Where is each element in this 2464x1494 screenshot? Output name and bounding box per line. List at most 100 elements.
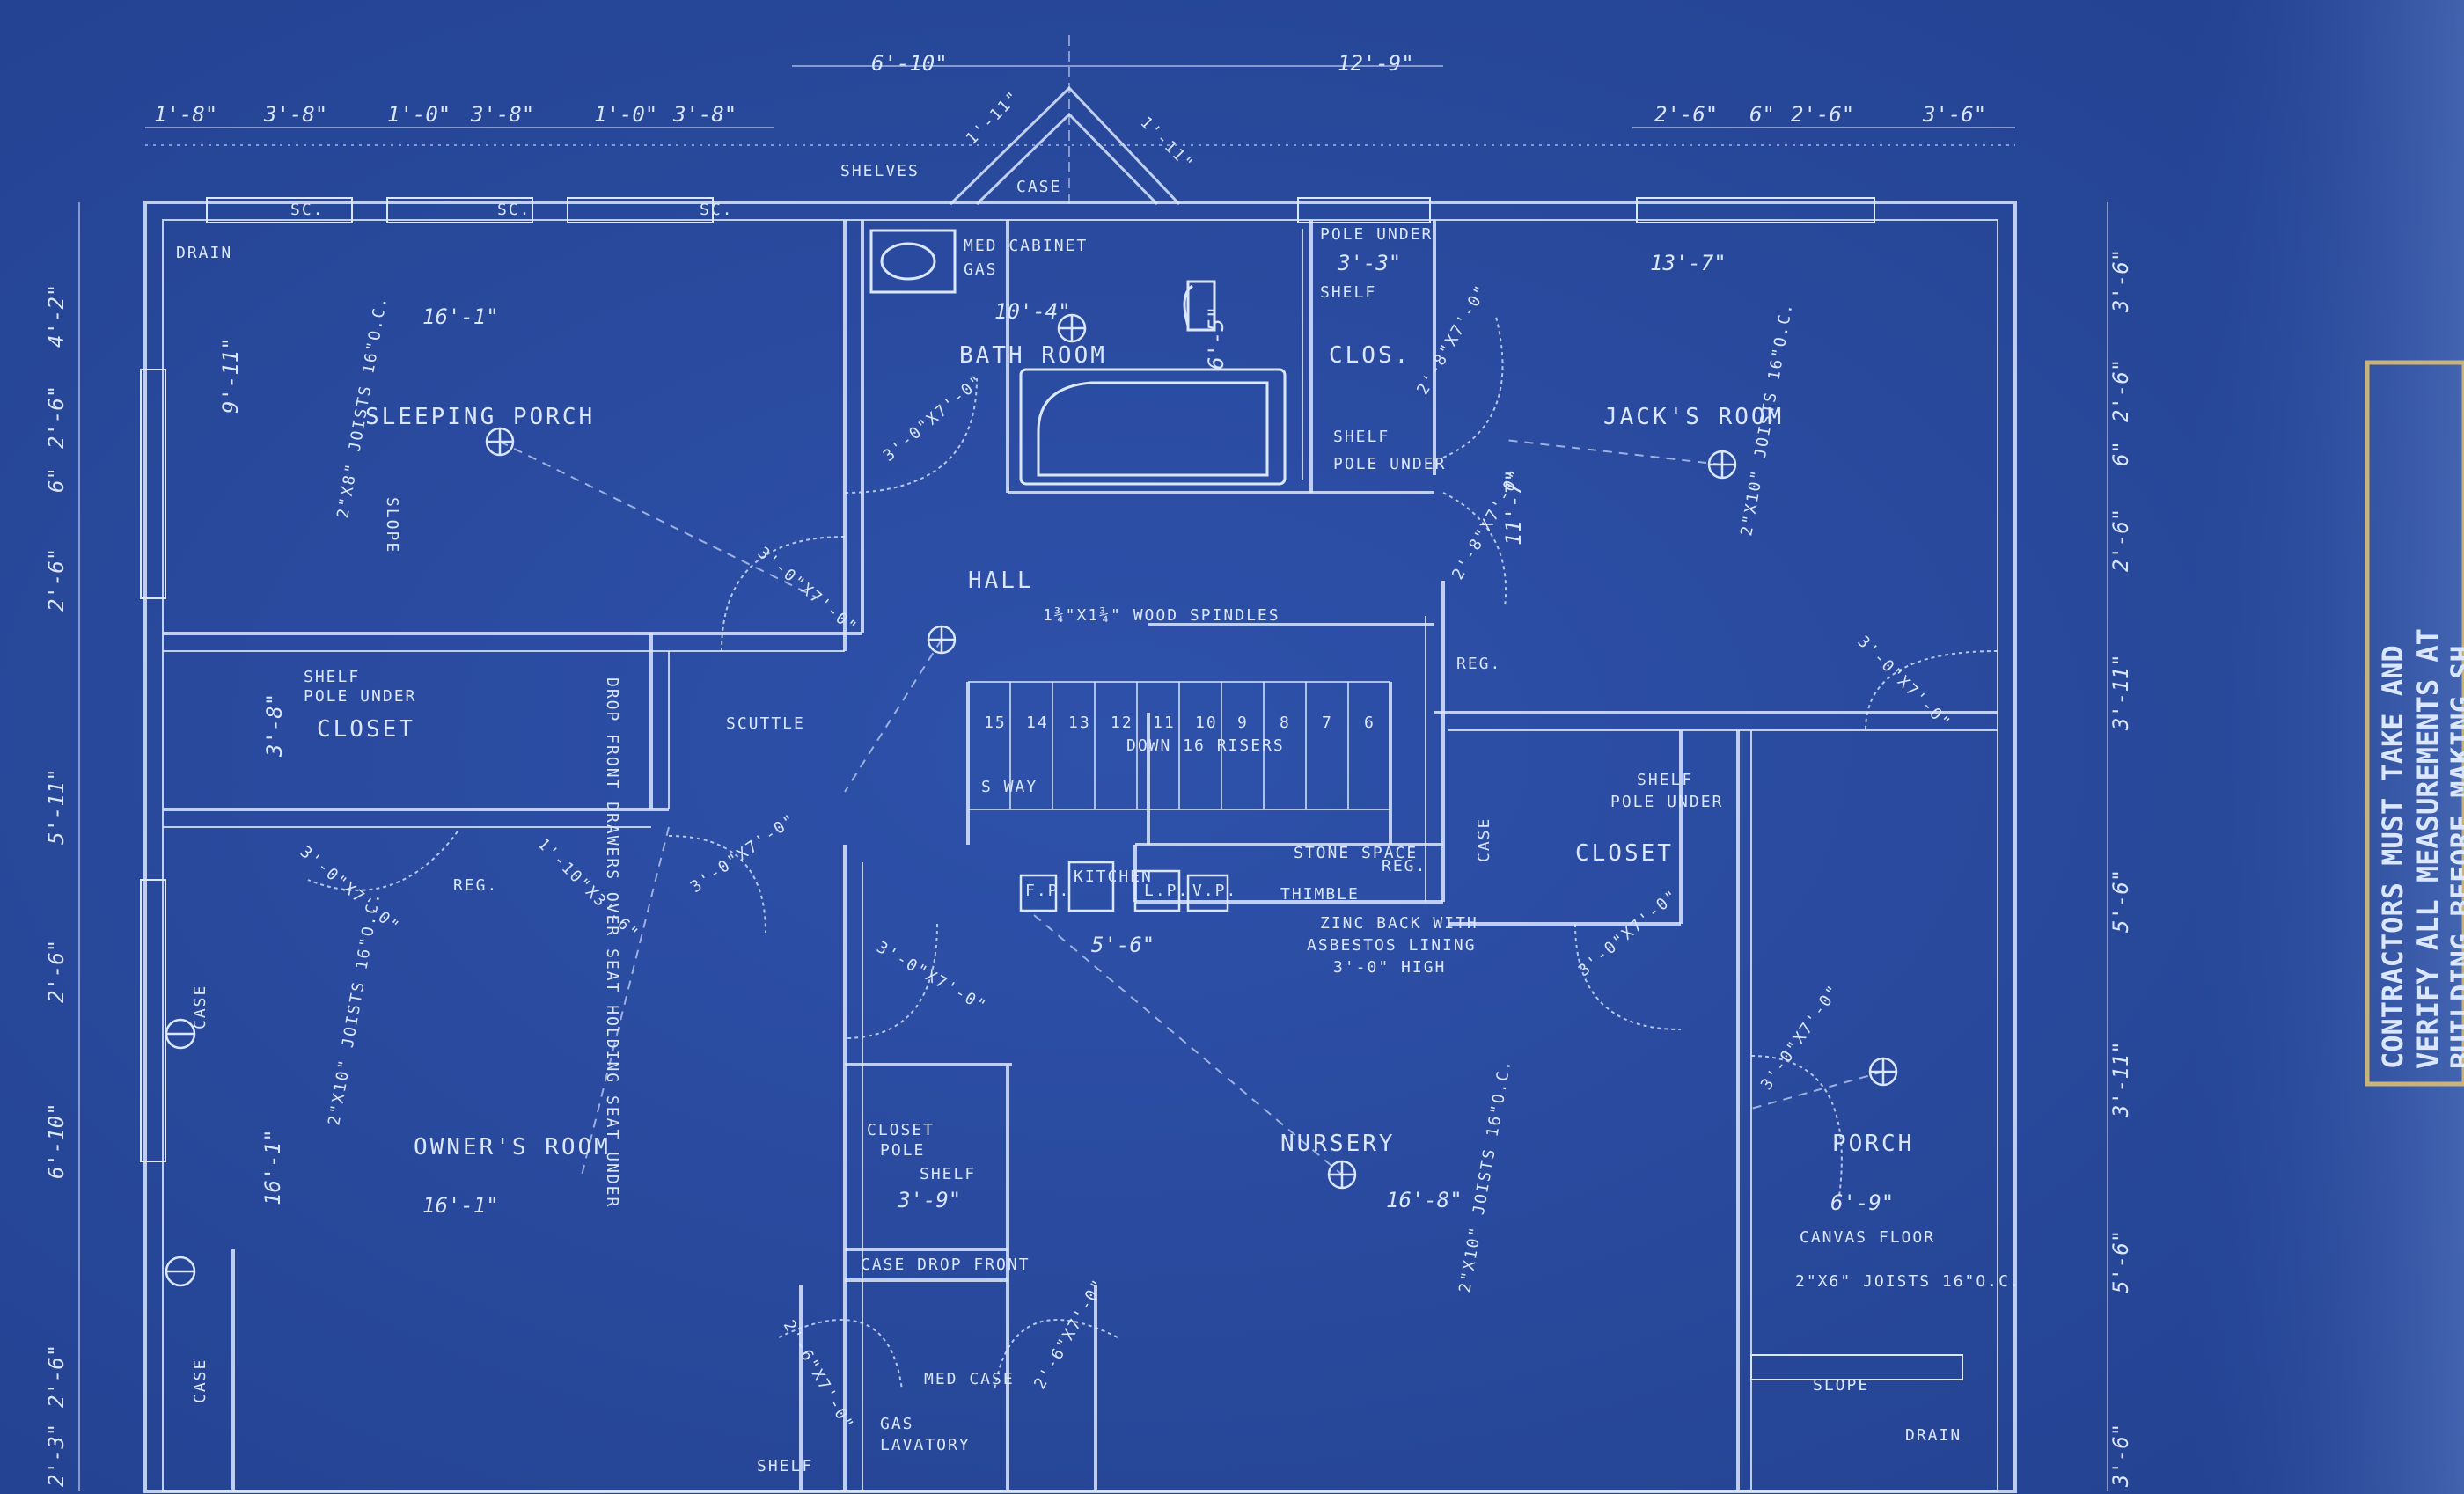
room-hall: HALL	[968, 568, 1034, 594]
note-drain-top: DRAIN	[176, 244, 232, 262]
contractor-stamp: CONTRACTORS MUST TAKE AND VERIFY ALL MEA…	[2365, 360, 2464, 1087]
note-pole-under-top: POLE UNDER	[1320, 225, 1433, 244]
dim-right-1: 3'-6"	[2108, 249, 2133, 313]
note-drop-front: DROP FRONT DRAWERS OVER SEAT HOLDING SEA…	[603, 677, 621, 1208]
note-pole-under-right: POLE UNDER	[1610, 793, 1723, 811]
dim-left-3: 6"	[44, 467, 69, 493]
note-slope-sleeping: SLOPE	[383, 497, 401, 553]
dim-left-8: 2'-6"	[44, 1344, 69, 1408]
note-shelf-bot: SHELF	[920, 1165, 976, 1183]
note-down-risers: DOWN 16 RISERS	[1126, 736, 1285, 755]
dim-right-8: 5'-6"	[2108, 1230, 2133, 1293]
note-shelf-top: SHELF	[1320, 283, 1376, 302]
dim-bath-clos: 3'-3"	[1337, 251, 1401, 275]
note-shelf-clos: SHELF	[1333, 428, 1390, 446]
note-asbestos: ASBESTOS LINING	[1307, 936, 1477, 955]
dim-right-2: 2'-6"	[2108, 359, 2133, 422]
note-shelves: SHELVES	[840, 162, 920, 180]
dim-top-right-1: 2'-6"	[1654, 102, 1718, 127]
note-case-drop-front: CASE DROP FRONT	[861, 1256, 1030, 1274]
dim-top-left-5: 1'-0"	[594, 102, 657, 127]
riser-9: 9	[1237, 714, 1249, 732]
paper-fold-highlight	[2182, 0, 2464, 1494]
riser-8: 8	[1280, 714, 1291, 732]
dim-closet-left: 3'-8"	[262, 693, 287, 758]
dim-sleeping-depth: 9'-11"	[218, 337, 243, 414]
note-shelf-left: SHELF	[304, 668, 360, 686]
stamp-line-1: CONTRACTORS MUST TAKE AND	[2376, 645, 2409, 1069]
note-scuttle: SCUTTLE	[726, 714, 805, 733]
dim-sleeping-width: 16'-1"	[422, 304, 499, 329]
riser-6: 6	[1364, 714, 1375, 732]
dim-right-6: 5'-6"	[2108, 869, 2133, 933]
note-flue-fp: F.P.	[1025, 882, 1070, 900]
dim-owner-width: 16'-1"	[422, 1193, 499, 1218]
stair-treads	[968, 681, 1390, 810]
left-dimensions: 4'-2" 2'-6" 6" 2'-6" 5'-11" 2'-6" 6'-10"…	[44, 284, 69, 1487]
top-dimensions: 6'-10" 12'-9" 1'-8" 3'-8" 1'-0" 3'-8" 1'…	[154, 51, 1986, 127]
dim-nursery-width: 16'-8"	[1386, 1188, 1463, 1212]
dim-left-6: 2'-6"	[44, 940, 69, 1003]
note-case-left-mid: CASE	[191, 985, 209, 1029]
dim-hearth: 5'-6"	[1091, 933, 1155, 957]
riser-numbers: 15 14 13 12 11 10 9 8 7 6	[984, 714, 1375, 732]
riser-7: 7	[1322, 714, 1333, 732]
note-case-right: CASE	[1475, 817, 1493, 862]
dim-jack-width: 13'-7"	[1650, 251, 1727, 275]
dim-left-5: 5'-11"	[44, 768, 69, 845]
right-dimensions: 3'-6" 2'-6" 6" 2'-6" 3'-11" 5'-6" 3'-11"…	[2108, 249, 2133, 1488]
room-labels: SLEEPING PORCH BATH ROOM HALL JACK'S ROO…	[317, 342, 1911, 1161]
riser-14: 14	[1026, 714, 1049, 732]
dim-left-2: 2'-6"	[44, 385, 69, 449]
dim-left-7: 6'-10"	[44, 1102, 69, 1179]
note-flue-lp: L.P.	[1144, 882, 1189, 900]
room-nursery: NURSERY	[1280, 1131, 1396, 1157]
note-med-case: MED CASE	[924, 1370, 1015, 1388]
bathtub	[1019, 368, 1287, 486]
dim-right-3: 6"	[2108, 441, 2133, 466]
dim-owner-depth: 16'-1"	[260, 1129, 285, 1205]
riser-10: 10	[1195, 714, 1218, 732]
room-sleeping-porch: SLEEPING PORCH	[365, 404, 595, 430]
dim-top-left-3: 1'-0"	[387, 102, 451, 127]
note-pole: POLE	[880, 1141, 925, 1160]
note-case-left-bot: CASE	[191, 1359, 209, 1403]
plan-notes: DRAIN DRAIN SHELVES CASE MED CABINET GAS…	[176, 162, 2021, 1476]
stamp-line-3: BUILDING BEFORE MAKING SH...	[2445, 595, 2464, 1069]
note-high: 3'-0" HIGH	[1333, 958, 1446, 977]
dim-left-4: 2'-6"	[44, 548, 69, 612]
room-jacks-room: JACK'S ROOM	[1603, 404, 1784, 430]
bath-fixtures	[869, 229, 1216, 332]
stamp-line-2: VERIFY ALL MEASUREMENTS AT	[2411, 628, 2445, 1069]
dim-bath-tub: 6'-5"	[1204, 306, 1228, 370]
note-joists-porch: 2"X6" JOISTS 16"O.C.	[1795, 1272, 2021, 1291]
dim-top-right-2: 6"	[1749, 102, 1775, 127]
dim-right-9: 3'-6"	[2108, 1424, 2133, 1488]
dim-top-right-3: 2'-6"	[1791, 102, 1854, 127]
dim-top-left-1: 1'-8"	[154, 102, 217, 127]
riser-11: 11	[1153, 714, 1176, 732]
note-canvas-floor: CANVAS FLOOR	[1800, 1228, 1935, 1247]
riser-15: 15	[984, 714, 1007, 732]
note-pole-under-clos: POLE UNDER	[1333, 455, 1446, 473]
walls	[143, 201, 2017, 1493]
dim-closet-bot: 3'-9"	[897, 1188, 961, 1212]
note-slope-porch: SLOPE	[1813, 1376, 1869, 1395]
note-drain-bottom: DRAIN	[1905, 1426, 1962, 1445]
note-gas-top: GAS	[964, 260, 998, 279]
dim-bath-width: 10'-4"	[994, 299, 1071, 324]
note-flue-vp: V.P.	[1192, 882, 1237, 900]
dim-top-left-4: 3'-8"	[470, 102, 534, 127]
note-flue-kitchen: KITCHEN	[1074, 868, 1153, 886]
dim-right-7: 3'-11"	[2108, 1041, 2133, 1118]
note-wood-spindles: 1¾"X1¾" WOOD SPINDLES	[1043, 606, 1280, 625]
riser-12: 12	[1111, 714, 1133, 732]
dim-left-9: 2'-3"	[44, 1424, 69, 1487]
note-reg-mid: REG.	[1382, 857, 1426, 875]
note-sway: S WAY	[981, 778, 1038, 796]
dim-top-right-4: 3'-6"	[1922, 102, 1986, 127]
note-med-cabinet: MED CABINET	[964, 237, 1088, 255]
dim-top-left-2: 3'-8"	[263, 102, 327, 127]
